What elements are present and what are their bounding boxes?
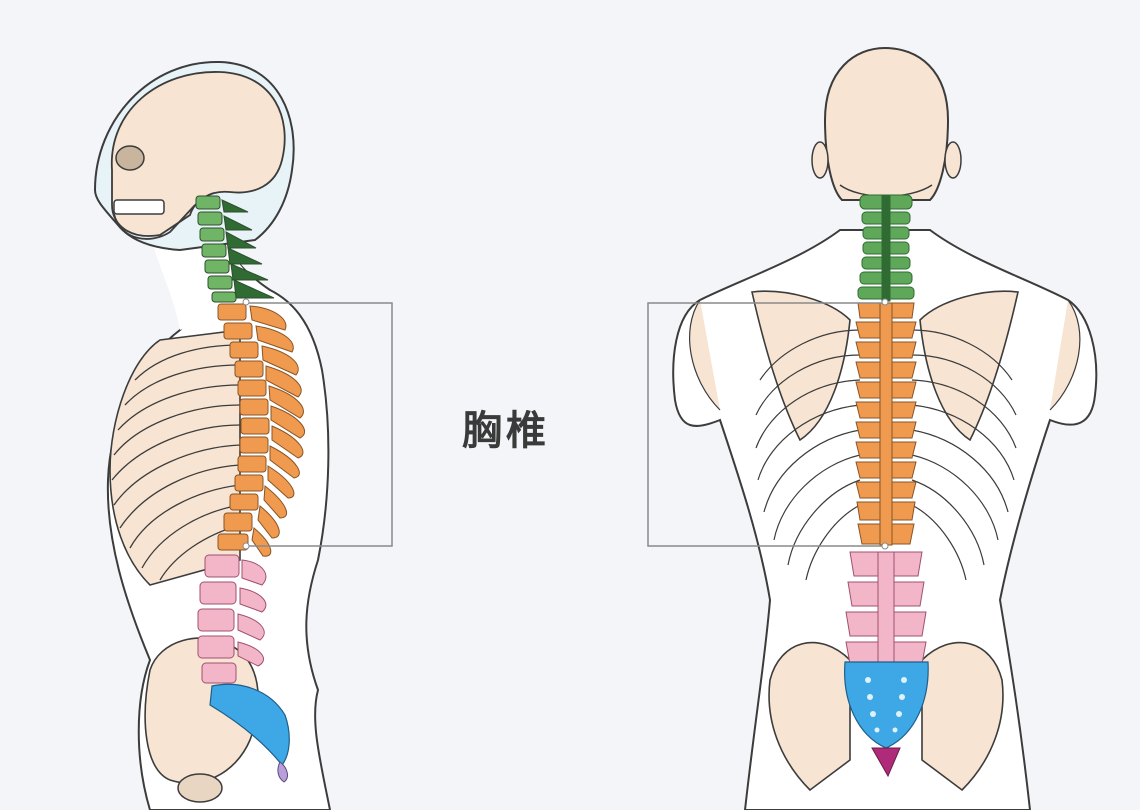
back-scapula-left [751, 290, 851, 442]
back-cervical-vertebrae [857, 194, 915, 302]
side-eye-socket [115, 145, 145, 171]
back-pelvis-right [921, 641, 1004, 792]
back-bracket-dot-bottom [881, 542, 889, 550]
back-ear-right [944, 141, 962, 179]
back-view-figure [672, 46, 1098, 810]
side-ribcage [109, 329, 241, 586]
side-coccyx [277, 761, 288, 783]
side-view-figure [93, 60, 332, 810]
back-thoracic-vertebrae [855, 302, 917, 546]
side-jaw [113, 204, 196, 240]
side-teeth [113, 199, 165, 215]
back-pelvis-left [768, 641, 851, 792]
back-bracket-dot-top [881, 298, 889, 306]
side-bracket-dot-bottom [242, 542, 250, 550]
side-bracket-dot-top [242, 298, 250, 306]
side-thoracic-bracket [248, 302, 393, 547]
side-skull [111, 71, 286, 237]
back-head [823, 46, 950, 201]
side-ribs [111, 344, 241, 581]
thoracic-label: 胸椎 [462, 408, 550, 454]
side-lumbar-vertebrae [197, 554, 267, 684]
side-sacrum [209, 683, 290, 766]
back-arm-right [1049, 299, 1081, 411]
back-arm-left [689, 299, 721, 411]
side-thoracic-vertebrae [217, 303, 306, 557]
back-ribs [755, 329, 1017, 581]
back-lumbar-vertebrae [845, 551, 927, 665]
back-coccyx [871, 747, 901, 778]
back-sacrum-foramina [865, 677, 907, 733]
back-scapula-right [919, 290, 1019, 442]
side-cervical-vertebrae [195, 195, 275, 303]
back-thoracic-bracket [647, 302, 885, 547]
side-femur-head [177, 773, 223, 803]
back-ear-left [811, 141, 829, 179]
